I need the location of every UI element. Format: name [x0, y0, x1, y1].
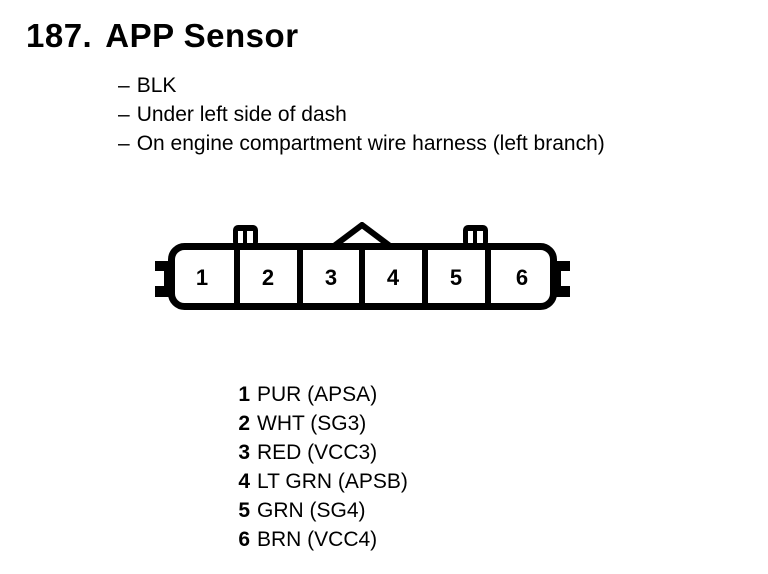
page-title: 187. APP Sensor	[26, 17, 299, 55]
note-line: –Under left side of dash	[118, 100, 605, 129]
connector-clip-left	[233, 225, 258, 247]
legend-row: 2 WHT (SG3)	[238, 409, 408, 438]
legend-row: 3 RED (VCC3)	[238, 438, 408, 467]
connector-right-tab	[554, 261, 570, 297]
connector-svg: 1 2 3 4 5 6	[155, 222, 570, 310]
connector-pin-number: 5	[450, 265, 462, 290]
legend-row: 5 GRN (SG4)	[238, 496, 408, 525]
connector-pin-number: 3	[325, 265, 337, 290]
connector-clip-right	[463, 225, 488, 247]
connector-pin-number: 2	[262, 265, 274, 290]
note-line: –On engine compartment wire harness (lef…	[118, 129, 605, 158]
bullet-dash: –	[118, 103, 130, 126]
note-text: On engine compartment wire harness (left…	[136, 132, 605, 155]
pin-legend: 1 PUR (APSA) 2 WHT (SG3) 3 RED (VCC3) 4 …	[238, 380, 408, 554]
bullet-dash: –	[118, 132, 130, 155]
legend-wire-label: WHT (SG3)	[257, 412, 367, 435]
note-text: BLK	[136, 74, 177, 97]
section-number: 187.	[26, 17, 93, 54]
page-title-text: APP Sensor	[105, 17, 299, 54]
note-text: Under left side of dash	[136, 103, 347, 126]
legend-row: 1 PUR (APSA)	[238, 380, 408, 409]
legend-row: 4 LT GRN (APSB)	[238, 467, 408, 496]
legend-wire-label: RED (VCC3)	[257, 441, 378, 464]
connector-pin-number: 4	[387, 265, 400, 290]
legend-pin-number: 2	[238, 412, 250, 435]
connector-pin-number: 6	[516, 265, 528, 290]
legend-wire-label: GRN (SG4)	[257, 499, 366, 522]
legend-pin-number: 1	[238, 383, 250, 406]
legend-wire-label: PUR (APSA)	[257, 383, 378, 406]
legend-pin-number: 5	[238, 499, 250, 522]
legend-pin-number: 3	[238, 441, 250, 464]
legend-pin-number: 6	[238, 528, 250, 551]
legend-row: 6 BRN (VCC4)	[238, 525, 408, 554]
legend-pin-number: 4	[238, 470, 250, 493]
bullet-dash: –	[118, 74, 130, 97]
legend-wire-label: LT GRN (APSB)	[257, 470, 408, 493]
legend-wire-label: BRN (VCC4)	[257, 528, 378, 551]
connector-left-tab	[155, 261, 171, 297]
connector-diagram: 1 2 3 4 5 6	[155, 222, 570, 317]
note-line: –BLK	[118, 71, 605, 100]
notes-list: –BLK –Under left side of dash –On engine…	[118, 71, 605, 158]
connector-pin-number: 1	[196, 265, 208, 290]
